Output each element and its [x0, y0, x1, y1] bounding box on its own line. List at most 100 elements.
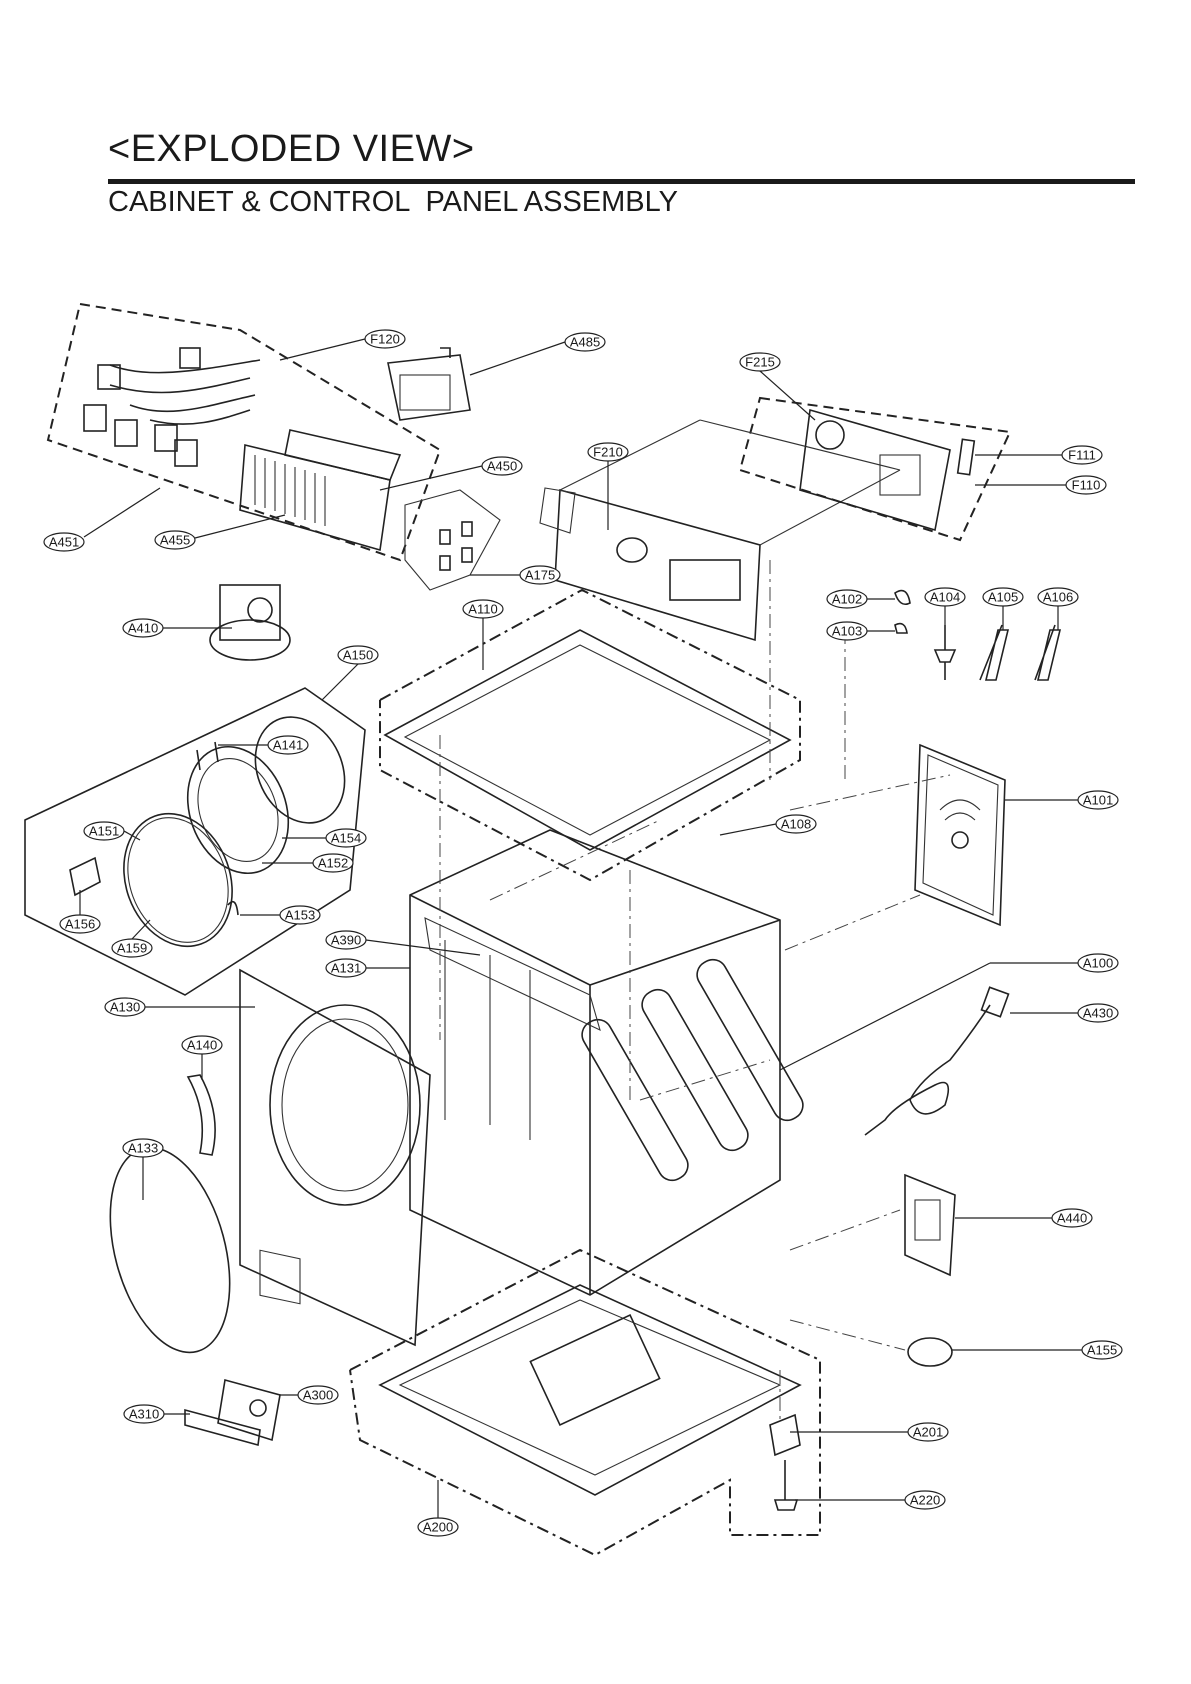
callout-a450-text: A450	[487, 459, 517, 474]
callout-a159: A159	[111, 919, 153, 958]
callout-f215-text: F215	[745, 355, 775, 370]
rear-cover-part	[914, 743, 1006, 927]
callout-a151: A151	[83, 821, 141, 841]
callout-a104-text: A104	[930, 590, 960, 605]
callout-a131: A131	[325, 958, 410, 978]
drawer-cover-part	[184, 1378, 281, 1447]
callout-a108-text: A108	[781, 817, 811, 832]
callout-a390-text: A390	[331, 933, 361, 948]
callout-a201: A201	[790, 1422, 949, 1442]
callout-a105-text: A105	[988, 590, 1018, 605]
callout-a156: A156	[59, 890, 101, 934]
callout-f110: F110	[975, 475, 1107, 495]
foot-cap-part	[907, 1337, 953, 1367]
callout-a102: A102	[826, 589, 895, 609]
callout-a440: A440	[955, 1208, 1093, 1228]
display-module-part	[387, 347, 471, 421]
callout-f120-text: F120	[370, 332, 400, 347]
callout-a485-text: A485	[570, 335, 600, 350]
noise-filter-part	[904, 1173, 956, 1277]
control-panel-part	[539, 419, 901, 642]
callout-a131-text: A131	[331, 961, 361, 976]
spacer-pins-part	[439, 521, 473, 571]
callout-a101-text: A101	[1083, 793, 1113, 808]
callout-a106: A106	[1037, 587, 1079, 630]
cabinet-part	[409, 829, 804, 1296]
callout-a310-text: A310	[129, 1407, 159, 1422]
callout-a200: A200	[417, 1480, 459, 1537]
callout-a155: A155	[952, 1340, 1123, 1360]
callout-a100-text: A100	[1083, 956, 1113, 971]
callout-a300: A300	[280, 1385, 339, 1405]
main-pcb-part	[799, 408, 951, 532]
door-assembly-group-outline	[24, 687, 366, 996]
callout-a100: A100	[779, 953, 1119, 1071]
wire-harness-part	[83, 347, 261, 467]
leveling-foot-part	[769, 1413, 801, 1511]
knob-part	[956, 438, 976, 476]
callout-a175-text: A175	[525, 568, 555, 583]
pressure-switch-part	[209, 584, 291, 661]
wire-harness-group-outline	[46, 302, 442, 562]
callout-a220: A220	[795, 1490, 946, 1510]
callout-a300-text: A300	[303, 1388, 333, 1403]
callout-a150-text: A150	[343, 648, 373, 663]
callout-a485: A485	[469, 332, 606, 376]
callout-a101: A101	[1005, 790, 1119, 810]
callout-a430: A430	[1010, 1003, 1119, 1023]
callout-a155-text: A155	[1087, 1343, 1117, 1358]
top-plate-part	[379, 588, 801, 882]
callout-a153-text: A153	[285, 908, 315, 923]
small-parts-hinge-part	[894, 589, 1062, 681]
callout-a390: A390	[325, 930, 481, 956]
callout-a455: A455	[154, 514, 286, 550]
title-rule	[108, 179, 1135, 184]
assembly-guide-lines	[439, 560, 951, 1420]
callout-f210: F210	[587, 442, 629, 530]
callout-a151-text: A151	[89, 824, 119, 839]
callout-a105: A105	[982, 587, 1024, 630]
callout-f110-text: F110	[1072, 478, 1101, 493]
callout-a153: A153	[240, 905, 321, 925]
callout-a110: A110	[462, 599, 504, 670]
callout-a152: A152	[262, 853, 354, 873]
callout-a175: A175	[470, 565, 561, 585]
callout-a104: A104	[924, 587, 966, 625]
callout-a141-text: A141	[273, 738, 303, 753]
callout-a450: A450	[379, 456, 523, 491]
callout-a310: A310	[123, 1404, 190, 1424]
callout-a130-text: A130	[110, 1000, 140, 1015]
callout-f210-text: F210	[593, 445, 623, 460]
callout-f215: F215	[739, 352, 816, 421]
callout-a159-text: A159	[117, 941, 147, 956]
callout-a140-text: A140	[187, 1038, 217, 1053]
callout-a106-text: A106	[1043, 590, 1073, 605]
callout-a451: A451	[43, 487, 161, 552]
callout-a410-text: A410	[128, 621, 158, 636]
callout-a154: A154	[282, 828, 367, 848]
callout-a141: A141	[218, 735, 309, 755]
callout-a201-text: A201	[913, 1425, 943, 1440]
clamp-ring-part	[109, 1146, 231, 1354]
power-cord-part	[864, 986, 1010, 1136]
callout-a150: A150	[321, 645, 379, 701]
pcb-assembly-part	[239, 429, 402, 552]
callout-a430-text: A430	[1083, 1006, 1113, 1021]
callout-a440-text: A440	[1057, 1211, 1087, 1226]
callout-a108: A108	[719, 814, 817, 836]
callout-a154-text: A154	[331, 831, 361, 846]
callout-a103-text: A103	[832, 624, 862, 639]
door-parts-part	[69, 716, 346, 948]
callout-a455-text: A455	[160, 533, 190, 548]
callout-a133-text: A133	[128, 1141, 158, 1156]
callout-a410: A410	[122, 618, 232, 638]
callout-a152-text: A152	[318, 856, 348, 871]
callout-a110-text: A110	[468, 602, 497, 617]
callout-a102-text: A102	[832, 592, 862, 607]
callout-f111-text: F111	[1068, 448, 1096, 463]
callout-a451-text: A451	[49, 535, 79, 550]
callout-a140: A140	[181, 1035, 223, 1080]
base-frame-part	[349, 1248, 821, 1557]
callout-a130: A130	[104, 997, 255, 1017]
